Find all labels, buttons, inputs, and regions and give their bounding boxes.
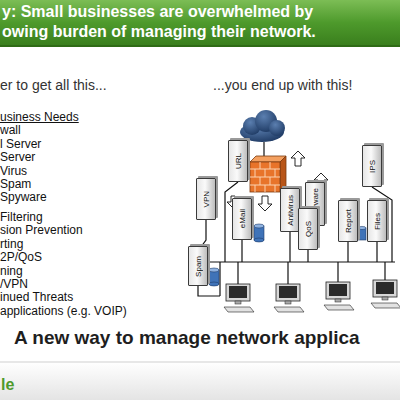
list-item: Spam <box>0 177 31 191</box>
server-label: VPN <box>202 191 211 207</box>
list-item: rting <box>0 237 23 251</box>
list-item: usiness Needs <box>0 110 79 124</box>
banner-rule <box>0 45 400 47</box>
server-tower: Antivirus <box>280 188 300 232</box>
list-item: inued Threats <box>0 290 73 304</box>
server-label: QoS <box>304 221 313 237</box>
server-label: URL <box>234 153 243 169</box>
server-tower: Spam <box>188 246 208 286</box>
network-wires <box>190 182 395 296</box>
list-item: sion Prevention <box>0 223 83 237</box>
firewall-brick <box>250 156 286 192</box>
list-item: l Server <box>0 137 41 151</box>
server-label: eMail <box>238 209 247 228</box>
server-label: Files <box>373 213 382 230</box>
list-item: Filtering <box>0 210 43 224</box>
server-label: Spam <box>194 256 203 277</box>
list-item: ning <box>0 264 23 278</box>
server-tower: Report <box>338 200 358 242</box>
server-tower: VPN <box>196 178 216 220</box>
footer-band <box>0 362 400 400</box>
desktop-pc <box>224 280 400 312</box>
list-item: Server <box>0 150 35 164</box>
footer-rule <box>0 362 400 363</box>
column-heading: ...you end up with this! <box>213 77 352 93</box>
server-tower: URL <box>228 140 248 182</box>
list-item: Virus <box>0 164 27 178</box>
internet-cloud <box>240 110 285 142</box>
list-item: applications (e.g. VOIP) <box>0 304 127 318</box>
server-tower: Files <box>367 200 387 242</box>
list-item: wall <box>0 123 21 137</box>
title-banner <box>0 0 400 45</box>
server-label: Report <box>344 209 353 233</box>
logo-text: le <box>1 376 14 394</box>
column-heading: er to get all this... <box>0 77 107 93</box>
server-tower: eMail <box>232 198 252 240</box>
list-item: /VPN <box>0 277 28 291</box>
server-label: Antivirus <box>286 195 295 226</box>
list-item: Spyware <box>0 190 47 204</box>
server-tower: IPS <box>362 145 382 187</box>
server-label: IPS <box>368 160 377 173</box>
list-item: 2P/QoS <box>0 250 42 264</box>
slide-caption: A new way to manage network applica <box>14 327 360 349</box>
server-tower: QoS <box>298 208 318 250</box>
slide-title: y: Small businesses are overwhelmed by o… <box>2 2 352 42</box>
